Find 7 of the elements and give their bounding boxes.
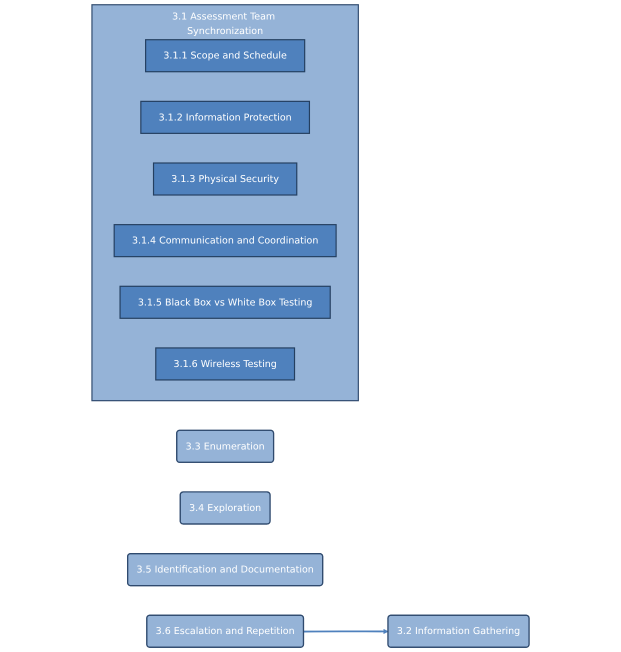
node-box: 3.1.4 Communication and Coordination [114,224,337,258]
arrow [304,628,388,634]
node-box: 3.1.3 Physical Security [152,162,298,196]
node-box: 3.1.1 Scope and Schedule [145,39,306,72]
node-box: 3.1.6 Wireless Testing [155,347,296,381]
node-box: 3.1.2 Information Protection [140,100,310,134]
node-box: 3.1.5 Black Box vs White Box Testing [119,286,331,319]
